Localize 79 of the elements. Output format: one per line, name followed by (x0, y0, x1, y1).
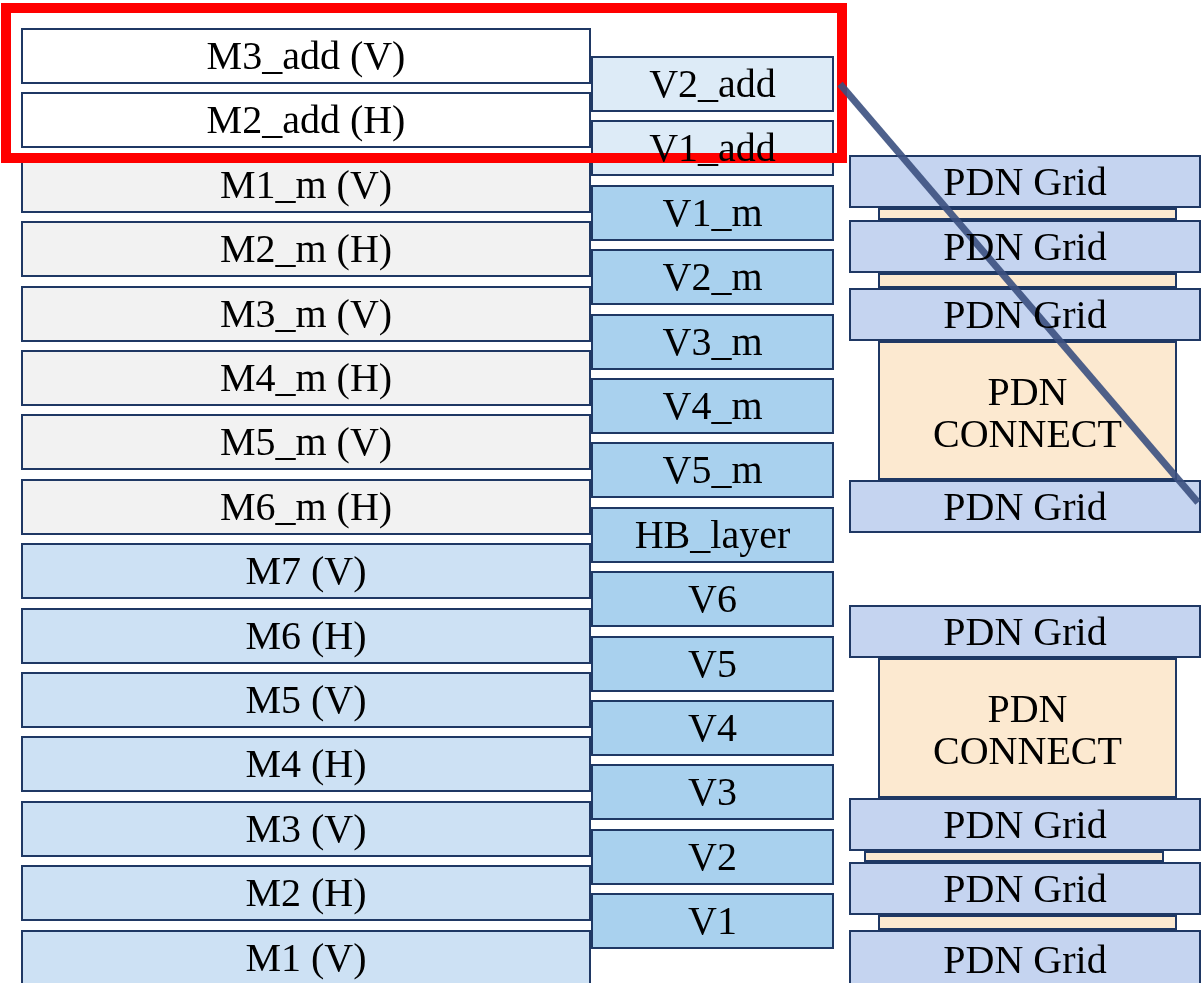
via-layer-box (591, 313, 834, 370)
layer-label: M6 (H) (245, 614, 367, 657)
layer-label: V6 (688, 578, 737, 621)
layer-label: V1_m (662, 191, 763, 234)
via-layer-box (591, 442, 834, 499)
layer-label: M2_m (H) (219, 228, 393, 271)
metal-layer-box (21, 414, 591, 471)
layer-label: M2_add (H) (206, 99, 406, 142)
layer-label: M3_add (V) (206, 35, 406, 77)
layer-label: V1 (688, 900, 737, 943)
layer-label: PDN Grid (943, 485, 1107, 528)
layer-label: V2_m (662, 256, 763, 299)
layer-label: M7 (V) (245, 550, 367, 593)
connect-strip (864, 851, 1164, 862)
layer-label: V3 (688, 771, 737, 814)
layer-label: M3_m (V) (219, 292, 393, 335)
layer-label: V2_add (649, 63, 776, 105)
metal-layer-box (21, 929, 591, 983)
layer-label: M1 (V) (245, 936, 367, 979)
via-layer-box (591, 635, 834, 692)
via-layer-box (591, 764, 834, 821)
layer-label: V4 (688, 707, 737, 749)
layer-label: PDN Grid (943, 610, 1107, 653)
pdn-grid-bar (849, 930, 1201, 983)
metal-layer-box (21, 285, 591, 342)
via-layer-box (591, 571, 834, 628)
metal-layer-box (21, 543, 591, 600)
layer-label: PDN Grid (943, 939, 1107, 981)
pdn-grid-bar (849, 798, 1201, 851)
pdn-connect-box (878, 658, 1177, 798)
layer-label: V2 (688, 835, 737, 878)
via-layer-box (591, 184, 834, 241)
layer-label: PDN Grid (943, 225, 1107, 268)
layer-label: M4_m (H) (219, 357, 393, 399)
metal-layer-box (21, 221, 591, 278)
metal-layer-box (21, 607, 591, 664)
pdn-grid-bar (849, 862, 1201, 915)
connect-strip (878, 208, 1177, 220)
pdn-grid-bar (849, 155, 1201, 208)
metal-layer-box (21, 478, 591, 535)
metal-layer-box (21, 92, 591, 149)
pdn-grid-bar (849, 288, 1201, 341)
metal-layer-box (21, 350, 591, 406)
layer-label: M5 (V) (245, 679, 367, 721)
pdn-connect-box (878, 341, 1177, 480)
metal-layer-box (21, 28, 591, 84)
via-layer-box (591, 249, 834, 306)
pdn-grid-bar (849, 605, 1201, 658)
layer-label: V4_m (662, 385, 763, 427)
connect-strip (878, 273, 1177, 288)
metal-layer-box (21, 800, 591, 857)
layer-label: PDN Grid (943, 293, 1107, 336)
layer-label: PDN Grid (943, 867, 1107, 910)
metal-layer-box (21, 865, 591, 922)
pdn-grid-bar (849, 220, 1201, 273)
layer-label: M6_m (H) (219, 485, 393, 528)
layer-label: V5_m (662, 449, 763, 492)
layer-label: PDN CONNECT (932, 688, 1123, 772)
via-layer-box (591, 378, 834, 434)
metal-layer-box (21, 672, 591, 728)
layer-label: PDN Grid (943, 803, 1107, 846)
layer-label: V3_m (662, 320, 763, 363)
layer-label: M5_m (V) (219, 421, 393, 464)
connect-strip (878, 915, 1177, 930)
layer-label: M4 (H) (245, 743, 367, 786)
via-layer-box (591, 506, 834, 563)
layer-label: PDN CONNECT (932, 370, 1123, 455)
via-layer-box (591, 700, 834, 756)
layer-label: M2 (H) (245, 872, 367, 915)
layer-label: PDN Grid (943, 160, 1107, 203)
via-layer-box (591, 893, 834, 950)
layer-label: HB_layer (634, 513, 791, 556)
pdn-grid-bar (849, 480, 1201, 533)
layer-label: V5 (688, 642, 737, 685)
layer-label: M1_m (V) (219, 163, 393, 206)
via-layer-box (591, 56, 834, 112)
layer-label: M3 (V) (245, 807, 367, 850)
metal-layer-box (21, 736, 591, 793)
via-layer-box (591, 828, 834, 885)
